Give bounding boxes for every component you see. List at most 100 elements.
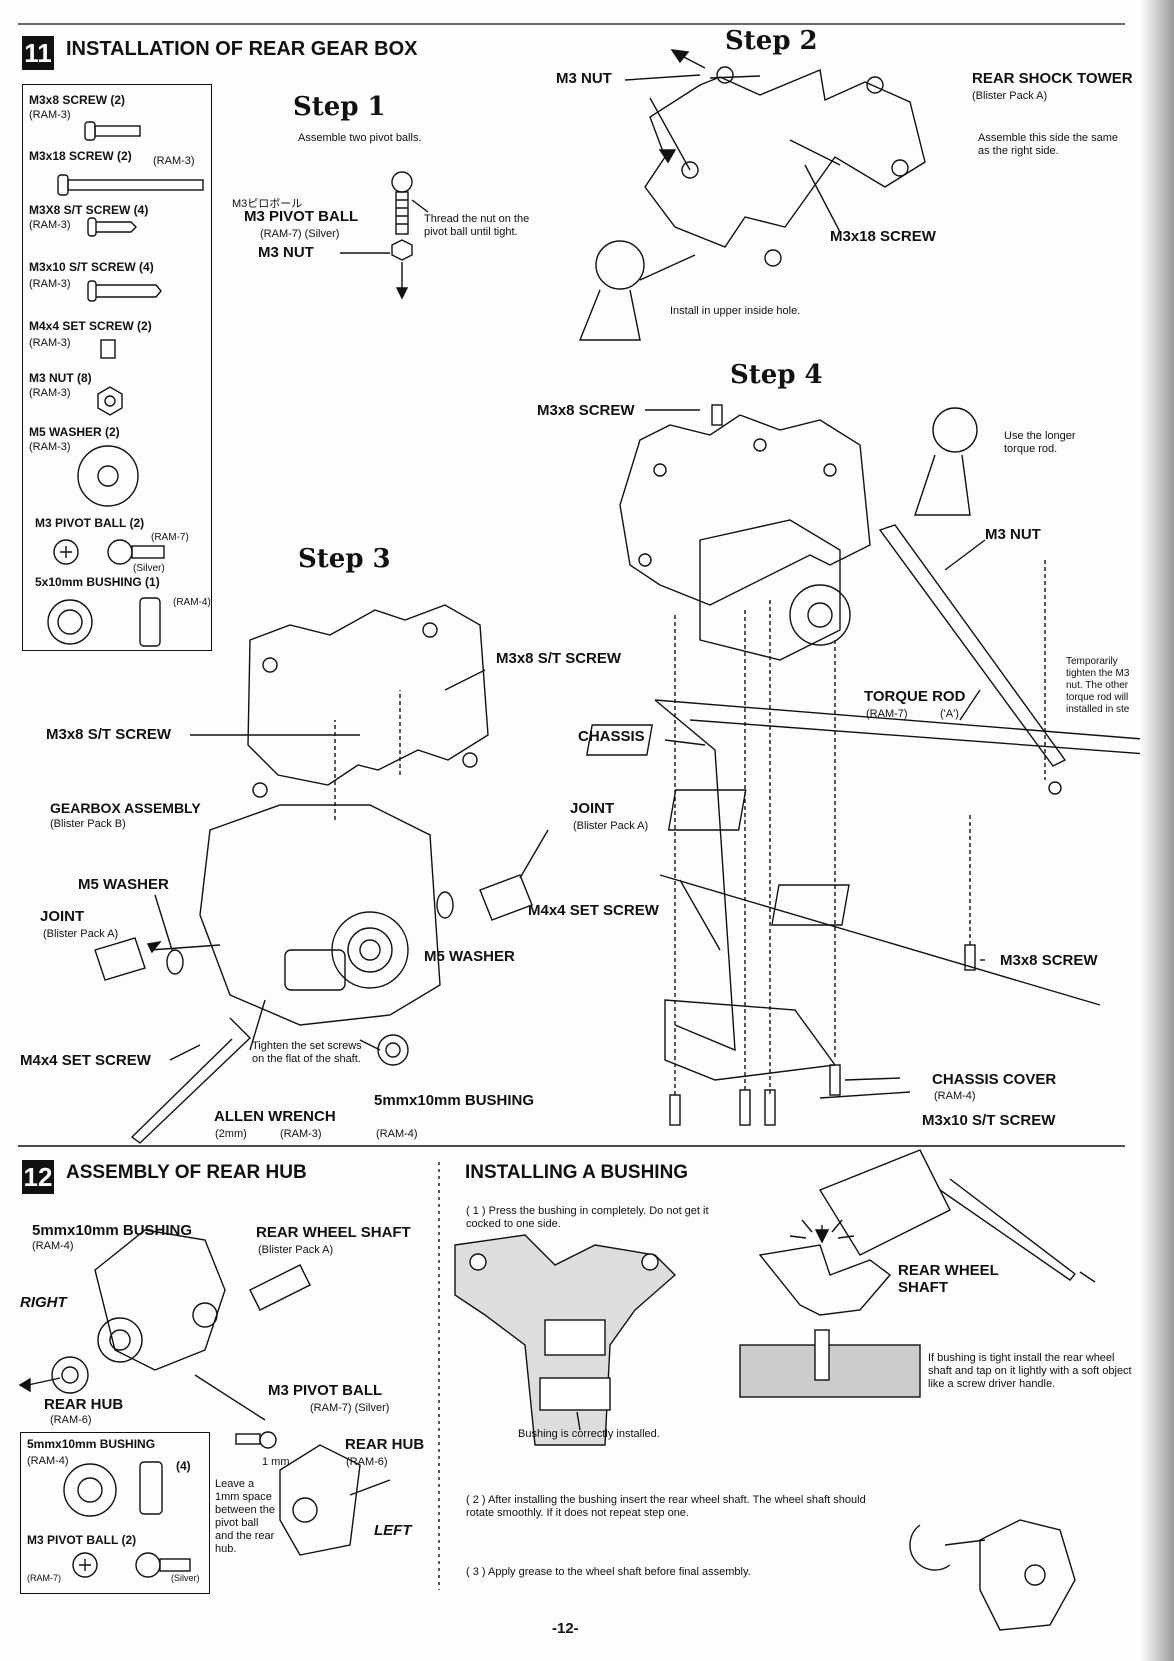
hub-right-label: RIGHT — [20, 1294, 67, 1311]
part-code: (RAM-7) — [27, 1573, 61, 1583]
part-m3x18-screw: M3x18 SCREW (2) — [29, 149, 132, 163]
part-color: (Silver) — [171, 1573, 200, 1583]
step2-nut: M3 NUT — [556, 70, 612, 87]
part-color: (Silver) — [133, 563, 165, 574]
hub-part-bushing: 5mmx10mm BUSHING — [27, 1437, 156, 1451]
bushing-correct-note: Bushing is correctly installed. — [518, 1428, 660, 1440]
step3-st-screw-b: M3x8 S/T SCREW — [46, 726, 172, 743]
part-qty: (4) — [176, 1459, 191, 1473]
part-code: (RAM-3) — [29, 278, 71, 290]
part-m3x8-screw: M3x8 SCREW (2) — [29, 93, 125, 107]
step4-tip: Use the longer torque rod. — [1004, 430, 1076, 455]
section-title-rear-hub: ASSEMBLY OF REAR HUB — [66, 1162, 307, 1183]
step4-cover-code: (RAM-4) — [934, 1090, 976, 1102]
step3-joint-right: JOINT — [570, 800, 615, 817]
step4-cover: CHASSIS COVER — [932, 1071, 1057, 1088]
hub-leave-note: Leave a 1mm space between the pivot ball… — [215, 1478, 275, 1555]
step4-screw-top: M3x8 SCREW — [537, 402, 635, 419]
step3-joint-left-code: (Blister Pack A) — [43, 928, 119, 940]
step1-japanese: M3ピロボール — [232, 198, 303, 210]
step1-nut: M3 NUT — [258, 244, 314, 261]
step3-wrench-code: (RAM-3) — [280, 1128, 322, 1140]
part-name: M3x8 SCREW (2) — [29, 93, 126, 107]
hub-part-pivot-ball: M3 PIVOT BALL (2) — [27, 1533, 137, 1547]
step4-torque-mark: ('A') — [940, 708, 959, 720]
step3-wrench-size: (2mm) — [215, 1128, 247, 1140]
hub-parts-box: 5mmx10mm BUSHING (RAM-4) (4) M3 PIVOT BA… — [20, 1432, 210, 1594]
section-number-11: 11 — [22, 36, 54, 70]
hub-shaft: REAR WHEEL SHAFT — [256, 1224, 411, 1241]
step4-temp-note: Temporarily tighten the M3 nut. The othe… — [1066, 656, 1130, 715]
step3-bushing-code: (RAM-4) — [376, 1128, 418, 1140]
step1-pivot-ball: M3 PIVOT BALL — [244, 208, 359, 225]
step3-set-screw-left: M4x4 SET SCREW — [20, 1052, 151, 1069]
step3-wrench: ALLEN WRENCH — [214, 1108, 336, 1125]
step4-chassis: CHASSIS — [578, 728, 645, 745]
step2-title: Step 2 — [725, 26, 818, 56]
step1-ball-code: (RAM-7) (Silver) — [260, 228, 340, 240]
bushing-step1: ( 1 ) Press the bushing in completely. D… — [466, 1205, 709, 1230]
section-title-rear-gear-box: INSTALLATION OF REAR GEAR BOX — [66, 38, 418, 60]
part-bushing: 5x10mm BUSHING (1) — [35, 575, 160, 589]
part-m3-pivot-ball: M3 PIVOT BALL (2) — [35, 516, 145, 530]
part-code: (RAM-7) — [151, 532, 189, 543]
bushing-shaft-label: REAR WHEEL SHAFT — [898, 1262, 999, 1296]
step1-title: Step 1 — [293, 92, 386, 122]
step4-torque-rod: TORQUE ROD — [864, 688, 966, 705]
section-number-12: 12 — [22, 1160, 54, 1194]
step4-illustration — [586, 404, 1161, 1126]
step3-joint-right-code: (Blister Pack A) — [573, 820, 649, 832]
step3-st-screw-a: M3x8 S/T SCREW — [496, 650, 622, 667]
step1-note: Thread the nut on the pivot ball until t… — [424, 213, 530, 238]
step3-washer-right: M5 WASHER — [424, 948, 515, 965]
part-m3x8-st-screw: M3X8 S/T SCREW (4) — [29, 203, 149, 217]
part-code: (RAM-3) — [29, 219, 71, 231]
hub-shaft-code: (Blister Pack A) — [258, 1244, 334, 1256]
hub-pivot-code: (RAM-7) (Silver) — [310, 1402, 390, 1414]
page-number: -12- — [552, 1620, 579, 1637]
hub-rear-hub-2-code: (RAM-6) — [346, 1456, 388, 1468]
step2-screw: M3x18 SCREW — [830, 228, 936, 245]
part-code: (RAM-3) — [153, 155, 195, 167]
step3-bushing: 5mmx10mm BUSHING — [374, 1092, 535, 1109]
step2-illustration — [578, 49, 926, 341]
parts-icons — [47, 121, 204, 647]
hub-pivot-ball: M3 PIVOT BALL — [268, 1382, 383, 1399]
step3-washer-left: M5 WASHER — [78, 876, 169, 893]
part-m3-nut: M3 NUT (8) — [29, 371, 92, 385]
hub-bushing: 5mmx10mm BUSHING — [32, 1222, 193, 1239]
step4-title: Step 4 — [730, 360, 823, 390]
step3-illustration — [94, 604, 549, 1144]
step2-tip: Install in upper inside hole. — [670, 305, 801, 317]
hub-gap-label: 1 mm — [262, 1456, 290, 1468]
step1-subtitle: Assemble two pivot balls. — [298, 132, 422, 144]
step3-title: Step 3 — [298, 544, 391, 574]
part-m3x10-st-screw: M3x10 S/T SCREW (4) — [29, 260, 154, 274]
step2-tower: REAR SHOCK TOWER — [972, 70, 1133, 87]
step3-tighten-note: Tighten the set screws on the flat of th… — [252, 1040, 362, 1065]
bushing-step2: ( 2 ) After installing the bushing inser… — [466, 1494, 866, 1519]
bushing-section-title: INSTALLING A BUSHING — [465, 1162, 689, 1183]
step4-st-screw: M3x10 S/T SCREW — [922, 1112, 1056, 1129]
step2-tower-code: (Blister Pack A) — [972, 90, 1048, 102]
hub-left-label: LEFT — [374, 1522, 412, 1539]
part-code: (RAM-4) — [27, 1455, 69, 1467]
bushing-step3: ( 3 ) Apply grease to the wheel shaft be… — [466, 1566, 751, 1578]
step3-gearbox: GEARBOX ASSEMBLY — [50, 800, 201, 816]
bushing-illustrations — [454, 1149, 1096, 1631]
hub-bushing-code: (RAM-4) — [32, 1240, 74, 1252]
step1-illustration — [340, 171, 429, 300]
part-m4x4-set-screw: M4x4 SET SCREW (2) — [29, 319, 152, 333]
hub-rear-hub-2: REAR HUB — [345, 1436, 425, 1453]
part-code: (RAM-4) — [173, 597, 211, 608]
hub-rear-hub-code: (RAM-6) — [50, 1414, 92, 1426]
part-code: (RAM-3) — [29, 441, 71, 453]
step4-nut: M3 NUT — [985, 526, 1041, 543]
step3-joint-left: JOINT — [40, 908, 85, 925]
step4-screw-bottom: M3x8 SCREW — [1000, 952, 1098, 969]
part-code: (RAM-3) — [29, 109, 71, 121]
step4-torque-code: (RAM-7) — [866, 708, 908, 720]
bushing-tight-note: If bushing is tight install the rear whe… — [928, 1352, 1132, 1390]
hub-rear-hub: REAR HUB — [44, 1396, 124, 1413]
